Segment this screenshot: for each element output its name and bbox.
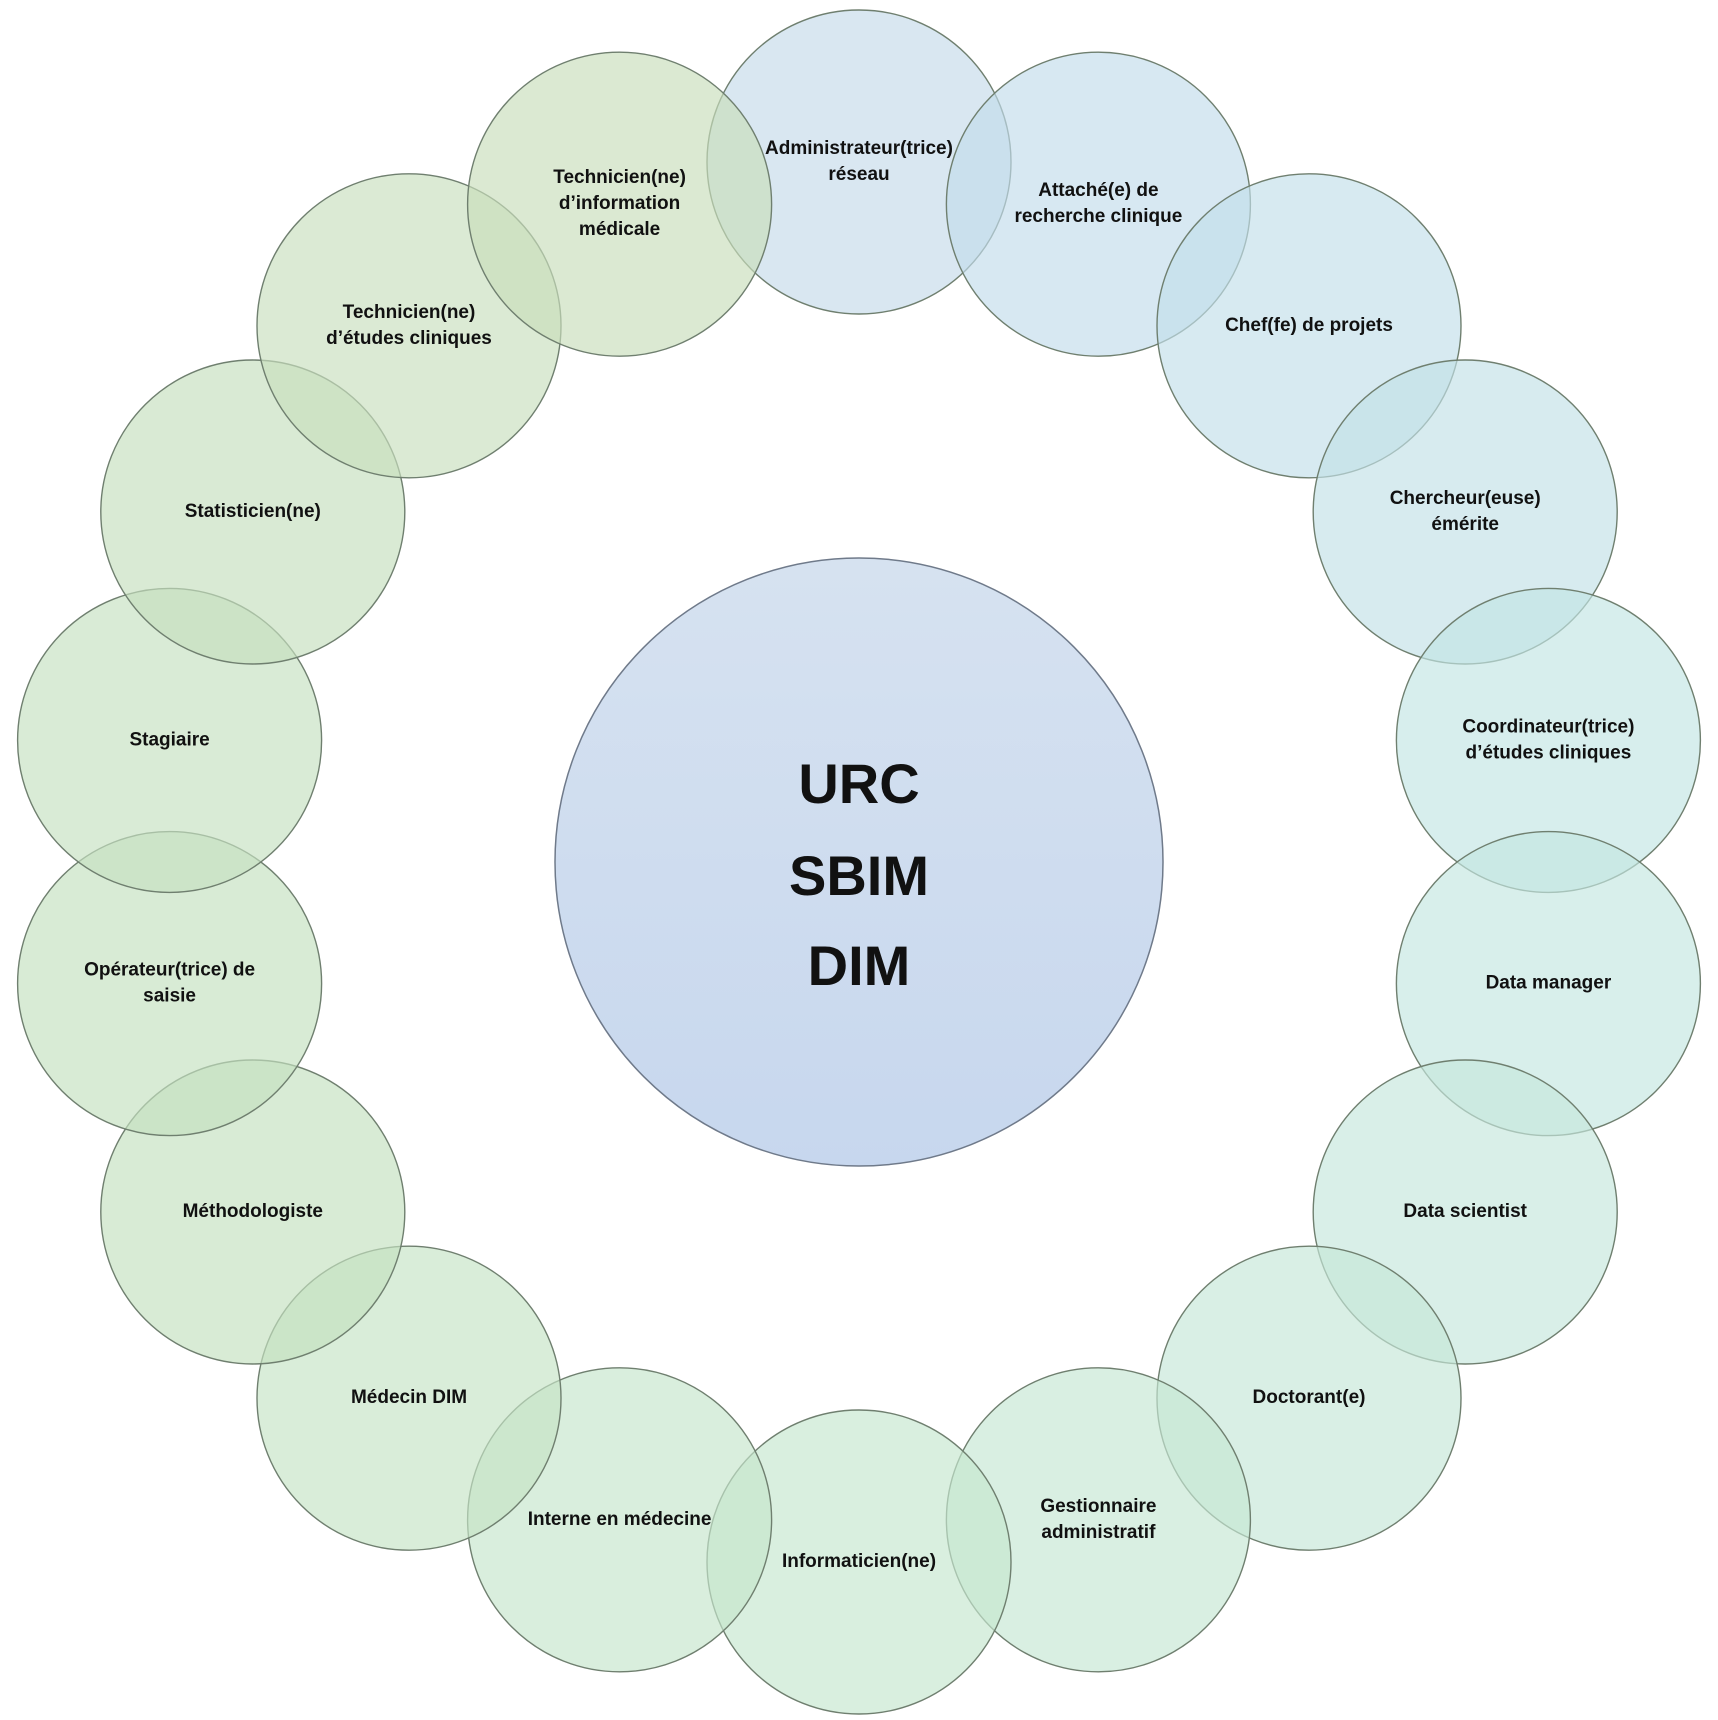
role-circle <box>466 51 773 357</box>
role-label: Stagiaire <box>129 729 209 750</box>
role-node: Technicien(ne) d’information médicale <box>466 51 773 357</box>
role-label: Chercheur(euse) <box>1390 488 1541 509</box>
role-label: émérite <box>1431 514 1499 535</box>
center-label: DIM <box>808 934 911 997</box>
role-label: Méthodologiste <box>183 1201 323 1222</box>
role-label: Médecin DIM <box>351 1387 467 1408</box>
center-label: URC <box>798 752 919 815</box>
role-label: Technicien(ne) <box>343 302 476 323</box>
role-label: médicale <box>579 219 660 240</box>
center-label: SBIM <box>789 844 929 907</box>
role-label: réseau <box>828 164 889 185</box>
role-node: Informaticien(ne) <box>706 1409 1012 1715</box>
role-label: d’études cliniques <box>1466 742 1632 763</box>
center-circle <box>554 557 1164 1167</box>
center-node: URC SBIM DIM <box>554 557 1164 1167</box>
role-label: Coordinateur(trice) <box>1462 716 1634 737</box>
role-label: Attaché(e) de <box>1038 180 1158 201</box>
role-label: Informaticien(ne) <box>782 1551 936 1572</box>
role-label: administratif <box>1041 1522 1156 1543</box>
role-label: Interne en médecine <box>528 1509 712 1530</box>
role-label: Gestionnaire <box>1040 1496 1156 1517</box>
role-label: Doctorant(e) <box>1253 1387 1366 1408</box>
role-label: Opérateur(trice) de <box>84 960 255 981</box>
role-label: recherche clinique <box>1014 206 1182 227</box>
role-label: d’études cliniques <box>326 328 492 349</box>
role-label: Chef(fe) de projets <box>1225 315 1393 336</box>
role-label: d’information <box>559 193 680 214</box>
role-label: Data scientist <box>1403 1201 1527 1222</box>
role-label: Administrateur(trice) <box>765 138 953 159</box>
role-label: Technicien(ne) <box>553 167 686 188</box>
role-label: saisie <box>143 986 196 1007</box>
role-label: Statisticien(ne) <box>185 501 321 522</box>
role-node: Gestionnaire administratif <box>945 1367 1252 1673</box>
role-node: Coordinateur(trice) d’études cliniques <box>1395 587 1702 894</box>
role-label: Data manager <box>1486 973 1612 994</box>
